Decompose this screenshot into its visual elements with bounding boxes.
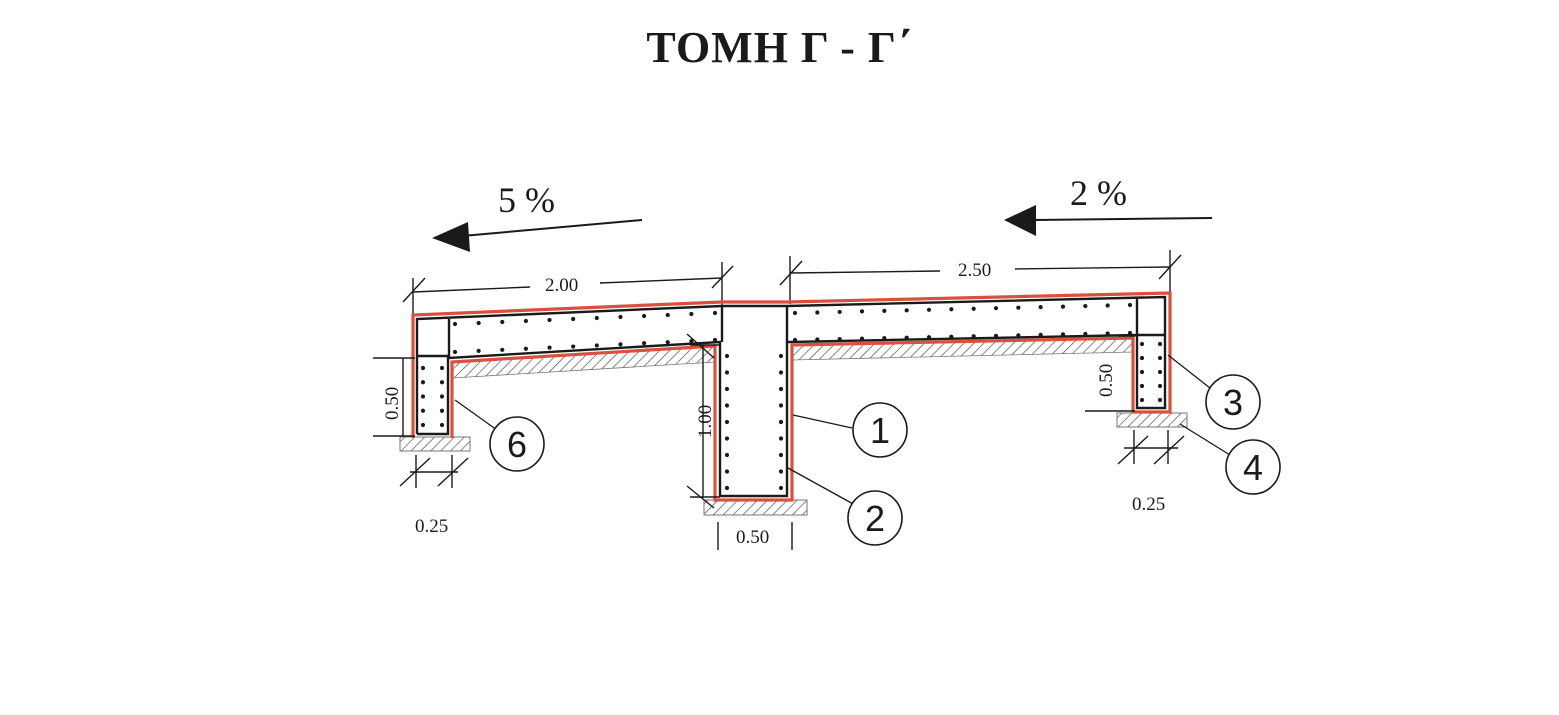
dimension-right-height [1085, 335, 1135, 412]
callout-label-3: 3 [1223, 382, 1243, 423]
rebar-dots [420, 302, 1163, 491]
callout-4: 4 [1225, 439, 1281, 495]
dimension-center-height [686, 333, 720, 509]
dimension-label-left-height: 0.50 [382, 387, 403, 420]
callout-label-1: 1 [870, 410, 890, 451]
slope-label-left: 5 % [498, 180, 555, 220]
center-foundation-pad [703, 499, 808, 516]
dimension-label-center-height: 1.00 [695, 405, 716, 438]
slope-label-right: 2 % [1070, 173, 1127, 213]
drawing-title: ΤΟΜΗ Γ - Γ΄ [646, 23, 913, 72]
dimension-right-span [779, 250, 1182, 304]
dimension-label-right-span: 2.50 [958, 260, 991, 281]
left-foundation-pad [399, 436, 471, 452]
dimension-label-left-width: 0.25 [415, 516, 448, 537]
dimension-label-right-height: 0.50 [1096, 364, 1117, 397]
slope-arrow-right [1004, 205, 1213, 236]
callout-label-6: 6 [507, 424, 527, 465]
callout-label-2: 2 [865, 498, 885, 539]
right-foundation-pad [1116, 412, 1188, 428]
dimension-center-width [717, 522, 793, 550]
dimension-left-span [402, 262, 734, 318]
concrete-structure [415, 295, 1167, 498]
dimension-left-height [373, 357, 415, 437]
callout-leaders [454, 354, 1231, 506]
slope-arrow-left [432, 219, 643, 252]
dimension-label-right-width: 0.25 [1132, 494, 1165, 515]
dimension-left-width [399, 455, 469, 488]
callout-3: 3 [1205, 374, 1261, 430]
dimension-label-center-width: 0.50 [736, 527, 769, 548]
dimension-label-left-span: 2.00 [545, 275, 578, 296]
callout-1: 1 [852, 402, 908, 458]
waterproof-membrane [411, 291, 1172, 502]
callout-6: 6 [489, 416, 545, 472]
callout-label-4: 4 [1243, 447, 1263, 488]
dimension-right-width [1117, 430, 1185, 465]
callout-2: 2 [847, 490, 903, 546]
